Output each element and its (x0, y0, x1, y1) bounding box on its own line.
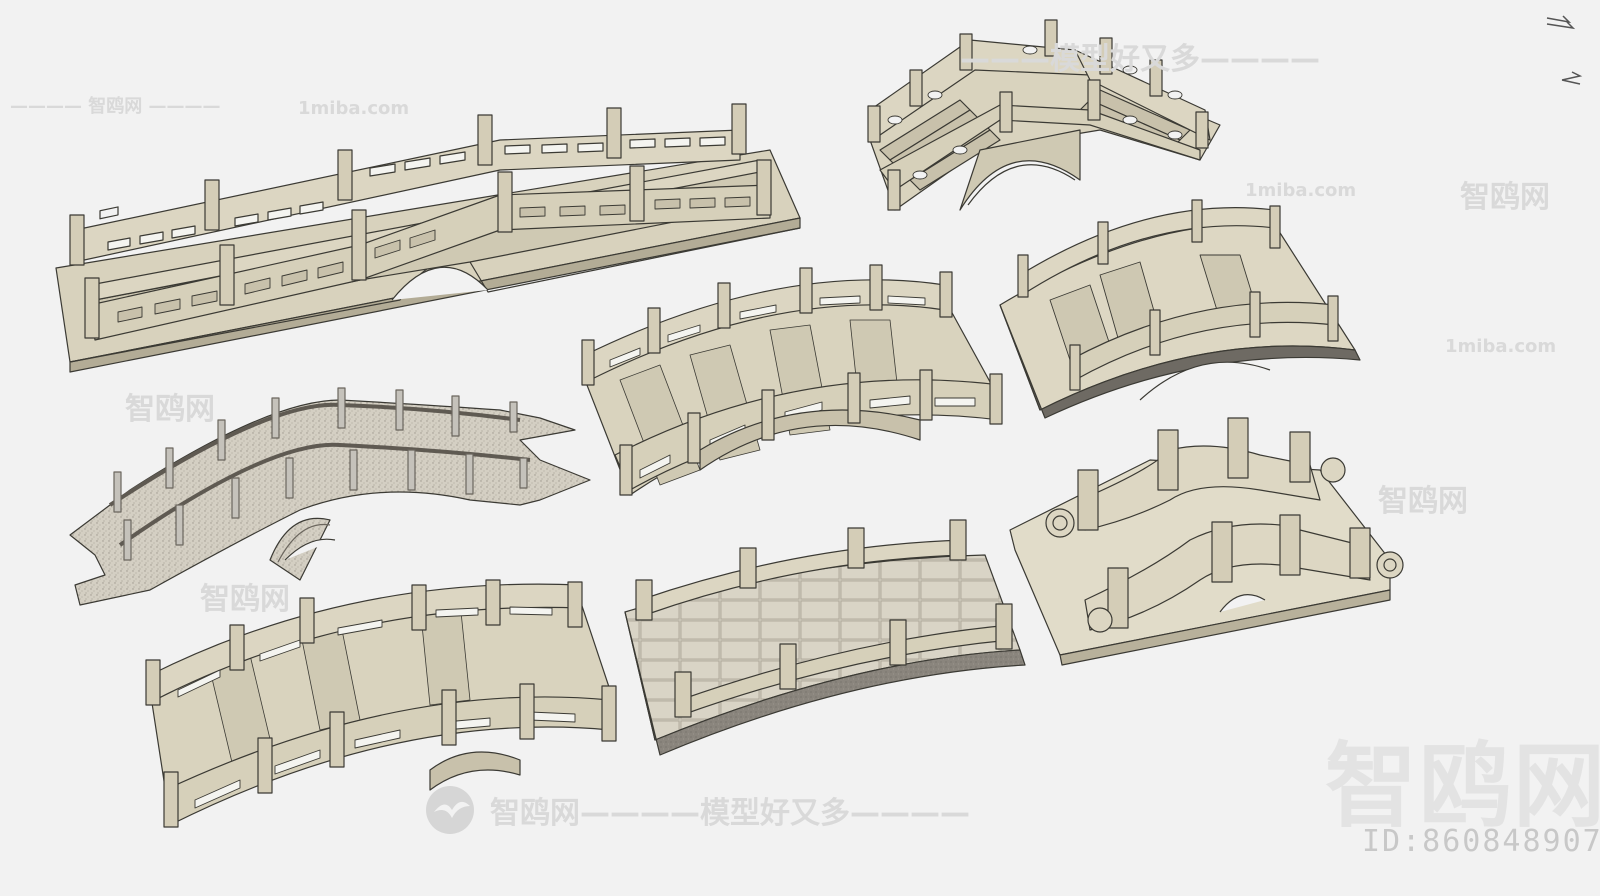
bridge-model-small-arched-stair (145, 579, 617, 828)
arrow-small-icon[interactable] (1558, 68, 1598, 90)
bridge-model-slot-rail-stair (581, 264, 1003, 496)
seagull-logo-icon (426, 786, 474, 834)
bridge-model-long-stone (55, 103, 801, 373)
arrow-fold-icon[interactable] (1545, 12, 1585, 34)
bridge-model-flat-paved (624, 519, 1026, 756)
bridge-model-double-stair (867, 19, 1221, 211)
bridge-model-scroll-rail (1009, 417, 1404, 666)
bridge-model-granite-wavy (69, 387, 591, 606)
bridge-model-dark-edge-stair (999, 199, 1361, 419)
